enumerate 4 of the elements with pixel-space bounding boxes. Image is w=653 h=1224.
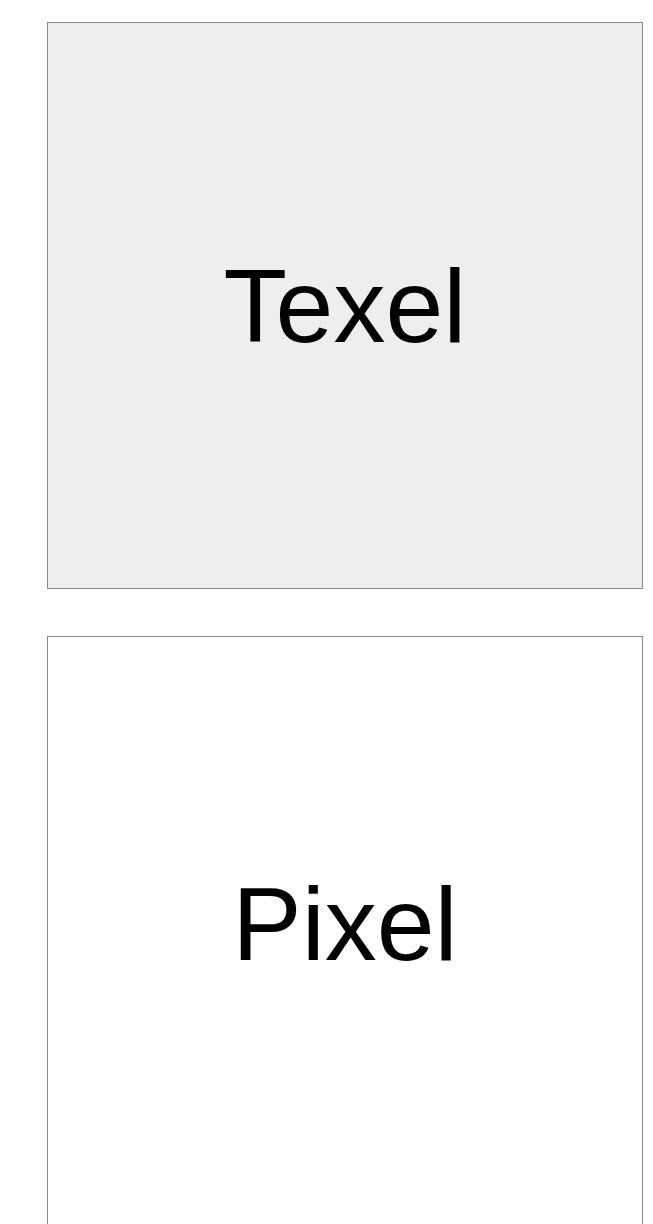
square-box [47, 636, 643, 1224]
square-box [47, 22, 643, 589]
box-label: Texel [223, 253, 467, 358]
box-label: Pixel [232, 872, 458, 976]
